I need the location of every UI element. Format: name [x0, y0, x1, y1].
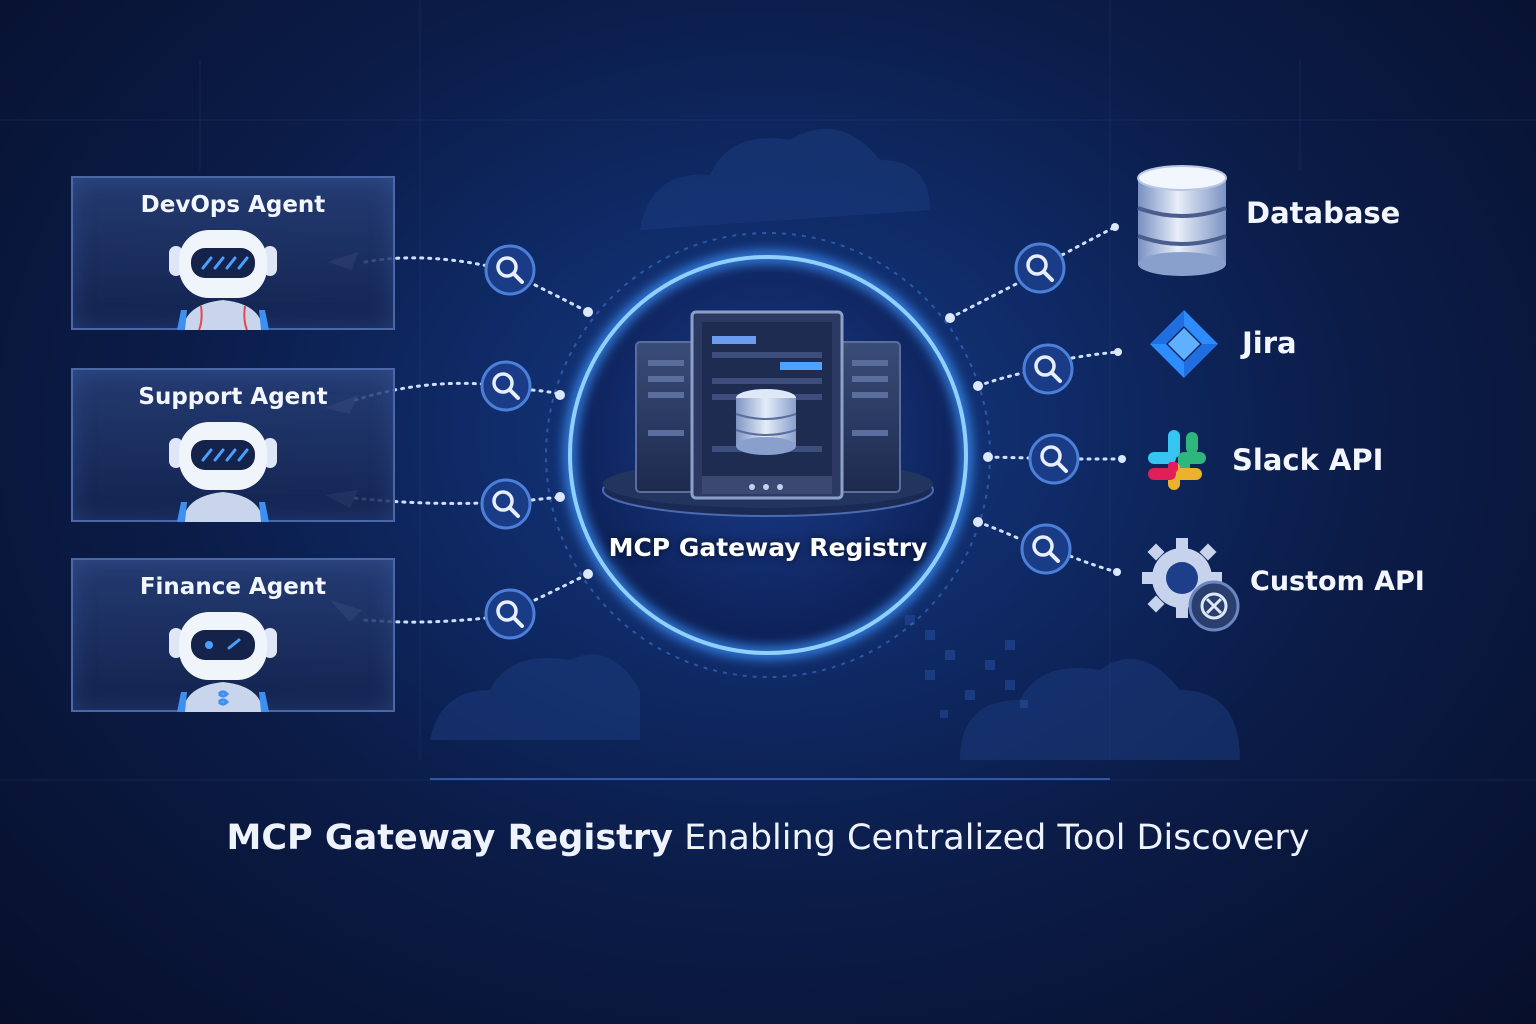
caption-strong: MCP Gateway Registry: [226, 818, 673, 858]
tool-label: Custom API: [1250, 566, 1425, 597]
caption-light: Enabling Centralized Tool Discovery: [684, 818, 1310, 858]
agent-title: Support Agent: [138, 384, 328, 410]
caption: MCP Gateway Registry Enabling Centralize…: [0, 818, 1536, 858]
agent-title: Finance Agent: [139, 574, 327, 600]
search-nodes: [480, 242, 1080, 640]
slack-icon: [1148, 430, 1206, 490]
registry-server-icon: [602, 310, 934, 517]
agent-card-devops[interactable]: DevOps Agent: [71, 176, 395, 330]
agent-card-support[interactable]: Support Agent: [71, 368, 395, 522]
registry-label: MCP Gateway Registry: [608, 533, 928, 562]
agent-card-finance[interactable]: Finance Agent: [71, 558, 395, 712]
robot-icon: [169, 422, 277, 522]
robot-icon: [169, 230, 277, 330]
agent-title: DevOps Agent: [140, 192, 326, 218]
tool-label: Jira: [1242, 326, 1297, 360]
registry-ring: [568, 255, 968, 655]
robot-icon: [169, 612, 277, 712]
jira-icon: [1150, 310, 1218, 378]
tool-label: Slack API: [1232, 443, 1384, 477]
tool-label: Database: [1246, 196, 1401, 230]
database-icon: [1137, 165, 1227, 276]
gear-icon: [1142, 538, 1240, 632]
